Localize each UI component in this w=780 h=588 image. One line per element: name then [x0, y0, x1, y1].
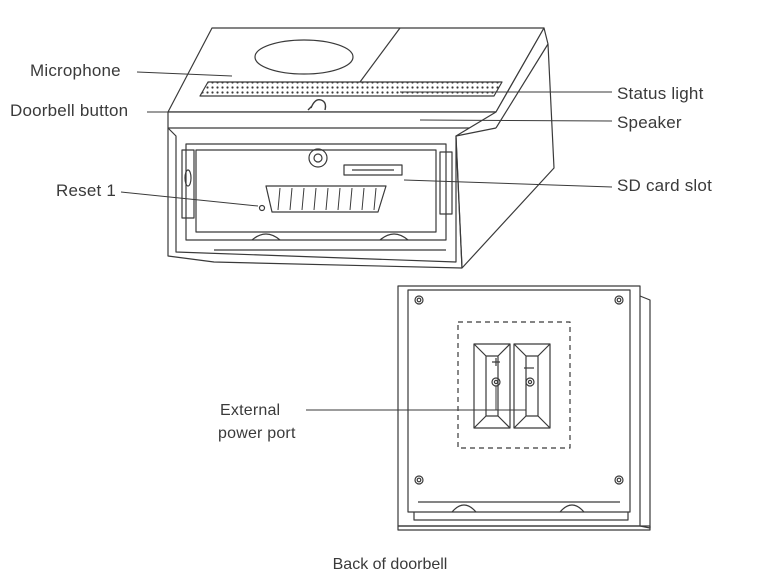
- sd-card-slot: [343, 164, 403, 176]
- camera-oval: [254, 39, 354, 75]
- label-microphone: Microphone: [30, 61, 121, 80]
- doorbell-front-view: [167, 27, 555, 269]
- back-plate: [397, 285, 641, 527]
- leader-lines-back: [306, 386, 527, 411]
- label-status-light: Status light: [617, 84, 704, 103]
- doorbell-back-view: [397, 285, 651, 531]
- label-speaker: Speaker: [617, 113, 682, 132]
- terminal-negative: [513, 343, 551, 429]
- power-port-region: [457, 321, 571, 449]
- leader-lines-top: [120, 71, 613, 207]
- label-reset: Reset 1: [56, 181, 116, 200]
- top-face: [167, 27, 545, 113]
- grille-band: [199, 81, 503, 97]
- bell-symbol: [307, 98, 327, 111]
- caption-back-of-doorbell: Back of doorbell: [332, 556, 448, 573]
- terminal-positive: [473, 343, 511, 429]
- label-external-power-port-line2: power port: [218, 425, 296, 442]
- inner-cavity: [185, 143, 447, 241]
- label-doorbell-button: Doorbell button: [10, 101, 129, 120]
- label-external-power-port-line1: External: [220, 402, 281, 419]
- connector-block: [265, 185, 387, 213]
- reset-hole: [258, 204, 266, 212]
- front-housing: [167, 127, 497, 263]
- label-sd-card-slot: SD card slot: [617, 176, 712, 195]
